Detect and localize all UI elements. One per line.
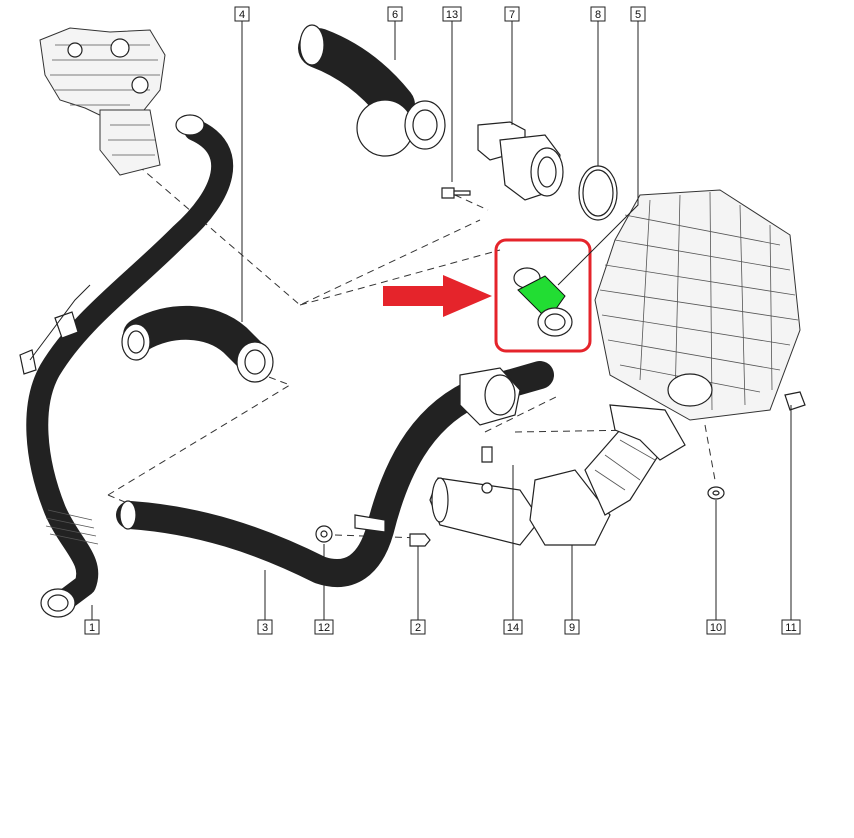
red-arrow-icon xyxy=(383,275,492,317)
fastener-2 xyxy=(409,533,431,547)
fastener-12 xyxy=(315,525,333,543)
callout-1: 1 xyxy=(84,619,100,635)
callout-10: 10 xyxy=(706,619,726,635)
callout-2: 2 xyxy=(410,619,426,635)
callout-6-label: 6 xyxy=(392,9,398,21)
callout-6: 6 xyxy=(387,6,403,22)
callout-3-label: 3 xyxy=(262,622,268,634)
callout-10-label: 10 xyxy=(710,622,722,634)
callout-9: 9 xyxy=(564,619,580,635)
callout-11: 11 xyxy=(781,619,801,635)
callout-7: 7 xyxy=(504,6,520,22)
hose-1 xyxy=(19,114,234,618)
callout-14-label: 14 xyxy=(507,622,519,634)
air-filter-box xyxy=(594,189,801,421)
callout-4: 4 xyxy=(234,6,250,22)
callout-7-label: 7 xyxy=(509,9,515,21)
grommet-11 xyxy=(784,391,806,411)
callout-4-label: 4 xyxy=(239,9,245,21)
callout-11-label: 11 xyxy=(785,622,796,634)
duct-9 xyxy=(429,404,686,546)
sensor-7 xyxy=(477,121,564,201)
callout-12: 12 xyxy=(314,619,334,635)
callout-1-label: 1 xyxy=(89,622,95,634)
grommet-10 xyxy=(707,486,725,500)
callout-12-label: 12 xyxy=(318,622,330,634)
hose-3 xyxy=(116,361,554,587)
pipe-6 xyxy=(298,24,446,157)
engine-block xyxy=(39,27,166,176)
leader-lines xyxy=(91,21,792,620)
callout-2-label: 2 xyxy=(415,622,421,634)
callout-5: 5 xyxy=(630,6,646,22)
callout-5-label: 5 xyxy=(635,9,641,21)
callout-13: 13 xyxy=(442,6,462,22)
coupling-5 xyxy=(513,267,573,337)
callout-14: 14 xyxy=(503,619,523,635)
bolt-13 xyxy=(441,187,471,199)
highlight-frame xyxy=(494,238,592,353)
o-ring-8 xyxy=(578,165,618,221)
callout-8-label: 8 xyxy=(595,9,601,21)
callout-13-label: 13 xyxy=(446,9,458,21)
callout-3: 3 xyxy=(257,619,273,635)
callout-8: 8 xyxy=(590,6,606,22)
hose-4 xyxy=(121,305,274,383)
callout-9-label: 9 xyxy=(569,622,575,634)
fastener-14 xyxy=(481,446,493,494)
